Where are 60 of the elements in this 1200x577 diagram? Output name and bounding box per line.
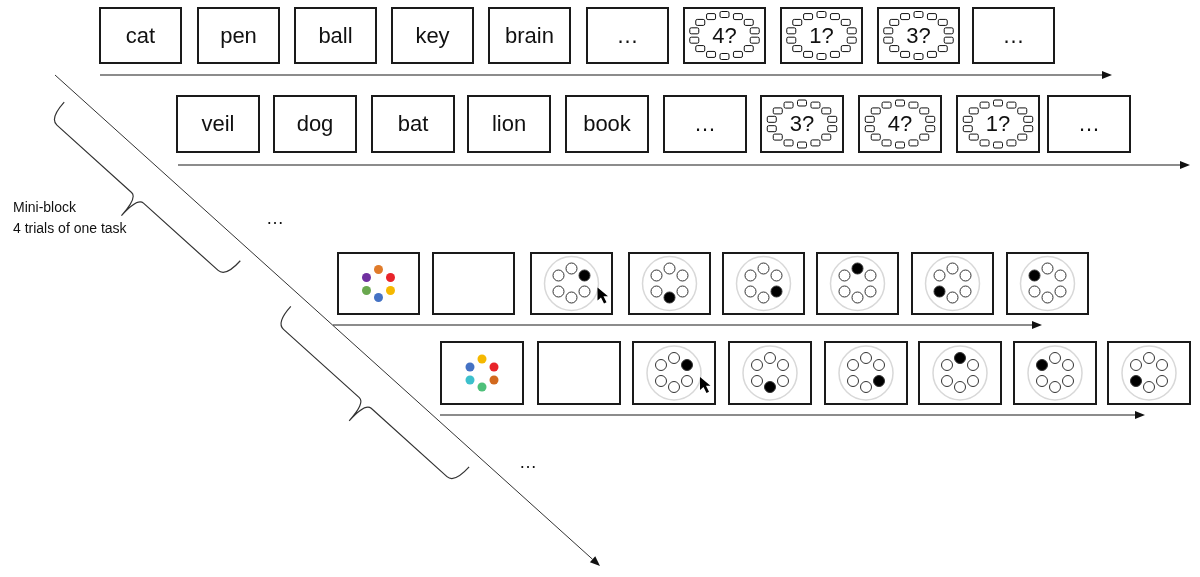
stimulus-text: key [415,22,450,49]
stimulus-card [565,95,649,153]
stimulus-text: 4? [887,111,913,137]
stimulus-screen [722,252,805,315]
stimulus-text: veil [201,111,235,137]
stimulus-card [371,95,455,153]
stimulus-card [972,7,1055,64]
stimulus-card [858,95,942,153]
stimulus-screen [728,341,812,405]
stimulus-text: cat [125,22,156,49]
stimulus-card [877,7,960,64]
stimulus-screen [911,252,994,315]
stimulus-card [176,95,260,153]
stimulus-text: book [583,111,631,137]
stimulus-card [586,7,669,64]
stimulus-screen [918,341,1002,405]
stimulus-text: 3? [789,111,815,137]
stimulus-text: pen [220,22,257,49]
stimulus-card [488,7,571,64]
stimulus-screen [440,341,524,405]
stimulus-card [1047,95,1131,153]
stimulus-text: brain [505,22,554,49]
stimulus-text: … [1002,22,1025,49]
stimulus-text: … [616,22,639,49]
stimulus-screen [1013,341,1097,405]
ellipsis: … [266,208,284,229]
stimulus-card [467,95,551,153]
stimulus-text: … [694,111,716,137]
stimulus-card [99,7,182,64]
stimulus-screen [816,252,899,315]
stimulus-card [197,7,280,64]
stimulus-text: bat [397,111,429,137]
stimulus-screen [1006,252,1089,315]
blank-screen [432,252,515,315]
ellipsis: … [519,452,537,473]
stimulus-text: 1? [985,111,1011,137]
stimulus-card [683,7,766,64]
stimulus-screen [824,341,908,405]
stimulus-card [760,95,844,153]
stimulus-card [391,7,474,64]
stimulus-screen [337,252,420,315]
stimulus-text: 1? [809,22,834,49]
stimulus-text: 4? [712,22,737,49]
stimulus-text: lion [491,111,527,137]
stimulus-text: ball [318,22,353,49]
stimulus-text: … [1078,111,1100,137]
stimulus-card [663,95,747,153]
stimulus-card [273,95,357,153]
stimulus-screen [628,252,711,315]
stimulus-screen [530,252,613,315]
bracket-label: 4 trials of one task [13,220,127,236]
stimulus-screen [632,341,716,405]
stimulus-card [294,7,377,64]
stimulus-screen [1107,341,1191,405]
blank-screen [537,341,621,405]
stimulus-text: 3? [906,22,931,49]
stimulus-card [780,7,863,64]
bracket-label: Mini-block [13,199,76,215]
stimulus-text: dog [296,111,334,137]
stimulus-card [956,95,1040,153]
